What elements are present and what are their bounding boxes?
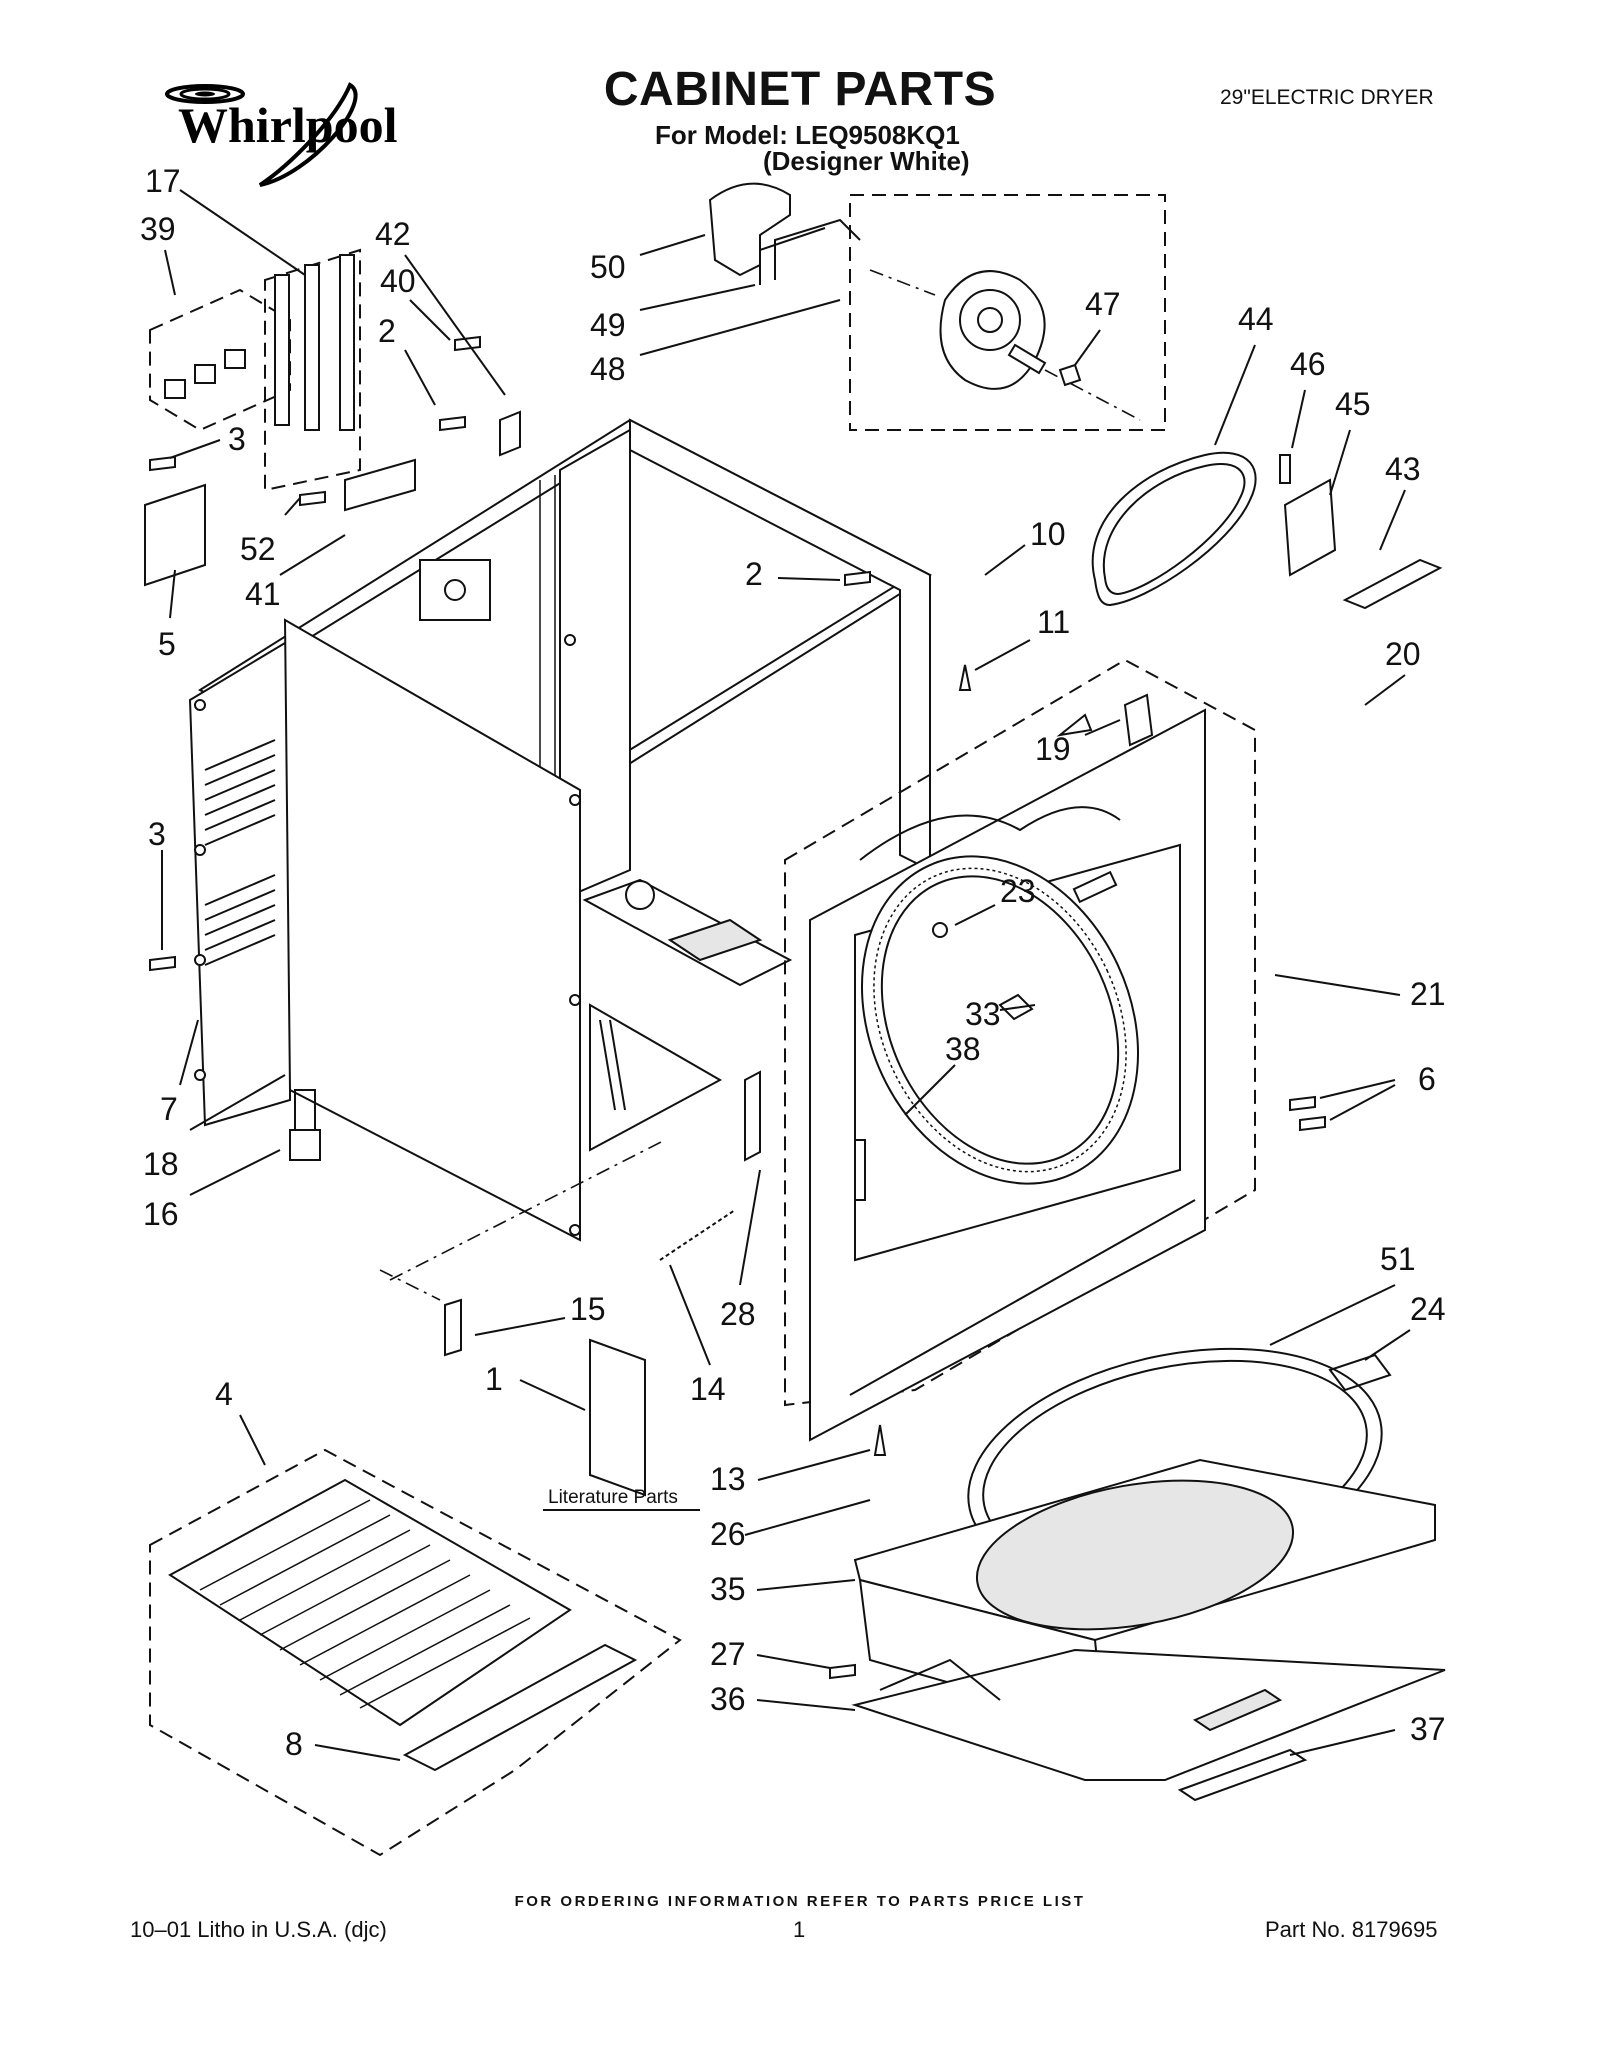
callout-39: 39 [140, 211, 176, 247]
callout-18: 18 [143, 1146, 179, 1182]
callout-23: 23 [1000, 873, 1036, 909]
motor-assembly [708, 182, 1166, 431]
callout-37: 37 [1410, 1711, 1446, 1747]
callout-48: 48 [590, 351, 626, 387]
callout-51: 51 [1380, 1241, 1416, 1277]
callout-1: 1 [485, 1361, 503, 1397]
literature-parts-label: Literature Parts [548, 1487, 678, 1508]
misc-parts [289, 693, 1392, 1392]
motor-clip [1058, 363, 1082, 387]
callout-8: 8 [285, 1726, 303, 1762]
callout-17: 17 [145, 163, 181, 199]
callout-33: 33 [965, 996, 1001, 1032]
product-type: 29"ELECTRIC DRYER [1220, 86, 1434, 109]
model-number: For Model: LEQ9508KQ1 [655, 120, 960, 150]
callout-49: 49 [590, 307, 626, 343]
callout-5: 5 [158, 626, 176, 662]
belt-and-idler [1091, 451, 1443, 610]
terminal-block [344, 458, 416, 512]
side-vents [204, 739, 276, 966]
part-number: Part No. 8179695 [1265, 1917, 1438, 1942]
callout-28: 28 [720, 1296, 756, 1332]
callout-36: 36 [710, 1681, 746, 1717]
cabinet-assembly [188, 418, 933, 1242]
door-hinge [744, 1070, 761, 1162]
callout-2b: 2 [745, 556, 763, 592]
callout-2a: 2 [378, 313, 396, 349]
door-spring [659, 1209, 736, 1261]
callout-10: 10 [1030, 516, 1066, 552]
callout-26: 26 [710, 1516, 746, 1552]
callouts: 17 39 42 40 2 3 52 41 5 3 7 18 16 50 49 … [140, 163, 1446, 1762]
callout-44: 44 [1238, 301, 1274, 337]
callout-42: 42 [375, 216, 411, 252]
brand-wordmark: Whirlpool [178, 97, 398, 153]
callout-52: 52 [240, 531, 276, 567]
callout-7: 7 [160, 1091, 178, 1127]
callout-6: 6 [1418, 1061, 1436, 1097]
door-catch [1328, 1353, 1392, 1392]
callout-14: 14 [690, 1371, 726, 1407]
callout-38: 38 [945, 1031, 981, 1067]
ordering-note: FOR ORDERING INFORMATION REFER TO PARTS … [514, 1893, 1086, 1910]
callout-45: 45 [1335, 386, 1371, 422]
litho-note: 10–01 Litho in U.S.A. (djc) [130, 1917, 387, 1942]
callout-13: 13 [710, 1461, 746, 1497]
toe-panel [402, 1643, 638, 1772]
callout-20: 20 [1385, 636, 1421, 672]
page-number: 1 [793, 1917, 806, 1942]
literature-booklet [589, 1338, 646, 1497]
callout-4: 4 [215, 1376, 233, 1412]
swirl-icon [165, 82, 358, 187]
drive-belt [1091, 451, 1257, 607]
whirlpool-logo: Whirlpool [165, 82, 398, 187]
terminal-block-parts [144, 248, 521, 587]
callout-27: 27 [710, 1636, 746, 1672]
callout-46: 46 [1290, 346, 1326, 382]
callout-19: 19 [1035, 731, 1071, 767]
callout-47: 47 [1085, 286, 1121, 322]
idler-pulley [1342, 558, 1443, 610]
leveling-leg [289, 1129, 321, 1161]
callout-35: 35 [710, 1571, 746, 1607]
callout-16: 16 [143, 1196, 179, 1232]
callout-43: 43 [1385, 451, 1421, 487]
push-pin [1123, 693, 1154, 747]
page-title: CABINET PARTS [603, 63, 997, 116]
drive-motor [939, 270, 1046, 390]
front-panel-assembly [784, 658, 1256, 1442]
cabinet-left-side [188, 638, 291, 1127]
access-cover [144, 483, 206, 587]
heater-assembly [149, 1448, 682, 1857]
callout-50: 50 [590, 249, 626, 285]
motor-mount [708, 182, 791, 277]
callout-24: 24 [1410, 1291, 1446, 1327]
door-strike [444, 1298, 462, 1357]
base-panel [851, 1648, 1446, 1781]
callout-40: 40 [380, 263, 416, 299]
base-assembly [851, 1347, 1446, 1802]
idler-bracket [1283, 478, 1337, 577]
literature-parts: Literature Parts [543, 1338, 700, 1511]
callout-21: 21 [1410, 976, 1446, 1012]
callout-15: 15 [570, 1291, 606, 1327]
base-trim [1177, 1748, 1308, 1802]
cabinet-side-panel [283, 618, 581, 1242]
callout-11: 11 [1037, 604, 1070, 640]
model-variant: (Designer White) [763, 146, 970, 176]
callout-3a: 3 [228, 421, 246, 457]
callout-3b: 3 [148, 816, 166, 852]
screws [149, 335, 1326, 1680]
callout-41: 41 [245, 576, 281, 612]
